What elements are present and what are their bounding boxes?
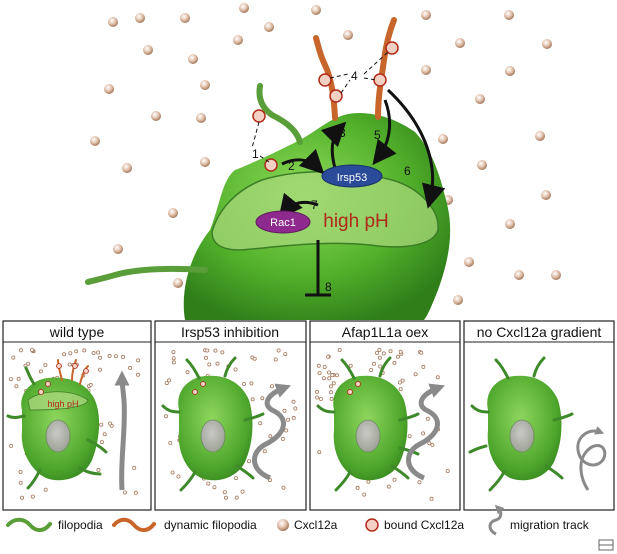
panel-high-ph: high pH	[47, 399, 78, 409]
filopodium-top	[256, 83, 303, 145]
high-ph-label: high pH	[323, 211, 389, 232]
legend-track-swatch	[488, 504, 505, 536]
expand-icon[interactable]	[598, 539, 614, 551]
step-7: 7	[311, 198, 318, 212]
legend-filopodia-swatch	[6, 517, 52, 533]
step-4: 4	[351, 69, 358, 83]
step-numbers: 1 2 3 4 5 6 7 8	[252, 69, 411, 294]
panel-title-wild-type: wild type	[49, 324, 105, 340]
step-5: 5	[374, 128, 381, 142]
legend-bound-swatch	[365, 518, 379, 532]
step-8: 8	[325, 280, 332, 294]
bound-cxcl12a-top	[252, 41, 399, 172]
top-schematic: Irsp53 Rac1 high pH 1 2 3 4 5 6 7 8	[85, 3, 561, 320]
panels: wild type Irsp53 inhibition Afap1L1a oex…	[2, 320, 615, 511]
cxcl12a-field	[90, 3, 561, 305]
migration-track-afap	[406, 383, 446, 481]
irsp53-label: Irsp53	[337, 172, 368, 184]
irsp53-protein: Irsp53	[321, 164, 383, 188]
inhibition-8	[305, 240, 331, 297]
legend-dynamic-swatch	[112, 517, 156, 533]
legend: filopodia dynamic filopodia Cxcl12a boun…	[6, 504, 614, 551]
panel-cell-4	[468, 356, 574, 492]
legend-cxcl12a-label: Cxcl12a	[294, 518, 338, 532]
pathway-arrows	[278, 88, 446, 220]
callout-dashes	[251, 51, 389, 163]
panel-cell-3	[316, 356, 420, 492]
step-6: 6	[404, 164, 411, 178]
step-1: 1	[252, 147, 259, 161]
migration-track-irsp53	[252, 383, 292, 481]
step-2: 2	[288, 159, 295, 173]
panel-cell-1: high pH	[6, 359, 108, 490]
legend-dynamic-label: dynamic filopodia	[164, 518, 257, 532]
legend-bound-label: bound Cxcl12a	[384, 518, 464, 532]
step-3: 3	[339, 126, 346, 140]
panel-title-afap: Afap1L1a oex	[342, 324, 428, 340]
filopodium-left	[85, 265, 208, 285]
migration-track-no-gradient	[576, 426, 607, 491]
legend-cxcl12a-swatch	[277, 519, 289, 531]
legend-track-label: migration track	[510, 518, 590, 532]
migration-track-wild-type	[114, 370, 130, 491]
panel-cell-2	[161, 356, 265, 492]
rac1-protein: Rac1	[255, 210, 311, 234]
dynamic-filopodium-right	[375, 17, 397, 120]
panel-title-irsp53: Irsp53 inhibition	[181, 324, 279, 340]
panel-title-no-gradient: no Cxcl12a gradient	[477, 324, 602, 340]
legend-filopodia-label: filopodia	[58, 518, 103, 532]
rac1-label: Rac1	[270, 217, 296, 229]
